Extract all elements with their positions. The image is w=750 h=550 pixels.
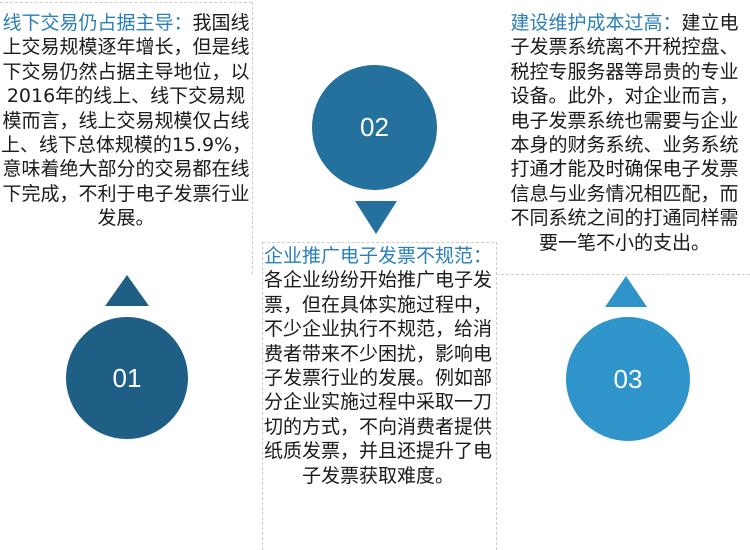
step-2-pointer-down-triangle (355, 201, 397, 234)
step-1-body: 我国线上交易规模逐年增长，但是线下交易仍然占据主导地位，以2016年的线上、线下… (0, 12, 252, 230)
step-2-circle: 02 (312, 65, 437, 190)
divider-left-vertical (252, 2, 253, 274)
step-1-number: 01 (112, 362, 142, 393)
step-3-number: 03 (613, 363, 643, 394)
step-3-text-block: 建设维护成本过高：建立电子发票系统离不开税控盘、税控专服务器等昂贵的专业设备。此… (502, 11, 747, 255)
step-2-text-block: 企业推广电子发票不规范：各企业纷纷开始推广电子发票，但在具体实施过程中，不少企业… (262, 244, 494, 488)
step-2-title: 企业推广电子发票不规范： (263, 245, 492, 267)
divider-right-bottom (496, 274, 750, 275)
step-1-text-block: 线下交易仍占据主导：我国线上交易规模逐年增长，但是线下交易仍然占据主导地位，以2… (0, 11, 252, 231)
step-1-title: 线下交易仍占据主导： (2, 12, 193, 34)
step-2-body: 各企业纷纷开始推广电子发票，但在具体实施过程中，不少企业执行不规范，给消费者带来… (263, 269, 492, 487)
step-1-circle: 01 (66, 317, 188, 439)
divider-top-left (0, 2, 252, 3)
step-1-pointer-up-triangle (105, 275, 149, 306)
divider-middle-left (262, 242, 263, 550)
divider-middle-top (262, 242, 494, 243)
step-3-circle: 03 (566, 317, 690, 441)
step-3-pointer-up-triangle (605, 276, 647, 307)
step-3-title: 建设维护成本过高： (510, 12, 682, 34)
step-3-body: 建立电子发票系统离不开税控盘、税控专服务器等昂贵的专业设备。此外，对企业而言，电… (510, 12, 739, 254)
step-2-number: 02 (360, 112, 389, 142)
divider-middle-right (496, 242, 497, 550)
